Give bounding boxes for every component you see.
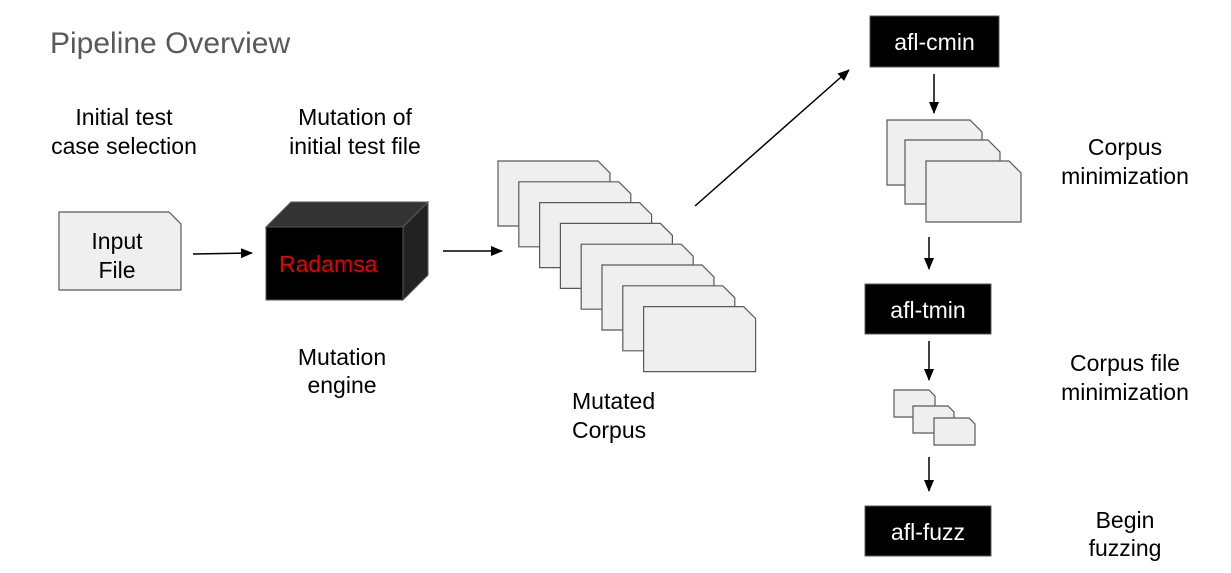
afl-tmin-label: afl-tmin — [890, 297, 965, 323]
corpus-caption: Mutated Corpus — [572, 388, 655, 443]
input-file-node: Input File — [58, 211, 182, 291]
afl-tmin-box — [864, 283, 992, 335]
afl-cmin-node: afl-cmin — [869, 15, 1000, 68]
arrow-input-to-engine — [192, 248, 253, 259]
engine-box-top — [264, 201, 430, 228]
fuzz-caption-line1: Begin — [1096, 507, 1155, 533]
afl-cmin-label: afl-cmin — [894, 29, 975, 55]
mutation-caption-line1: Mutation of — [298, 104, 412, 130]
engine-caption-line2: engine — [307, 372, 376, 398]
corpus-doc-8 — [643, 306, 757, 373]
afl-tmin-node: afl-tmin — [864, 283, 992, 335]
afl-fuzz-box — [864, 505, 992, 557]
arrow-corpus-to-cmin — [694, 69, 850, 207]
selection-caption-line1: Initial test — [75, 104, 173, 130]
mutation-engine-node: Radamsa — [264, 200, 430, 302]
corpus-caption-line2: Corpus — [572, 417, 646, 443]
input-file-label-line1: Input — [91, 228, 143, 254]
input-file-icon — [58, 211, 182, 291]
corpus-caption-line1: Mutated — [572, 388, 655, 414]
selection-caption-line2: case selection — [51, 133, 197, 159]
engine-caption: Mutation engine — [298, 344, 386, 398]
minimized-files-stack — [893, 389, 976, 446]
mutation-caption: Mutation of initial test file — [289, 104, 421, 159]
fuzz-caption-line2: fuzzing — [1089, 535, 1162, 561]
input-file-label-line2: File — [98, 257, 135, 283]
mutation-caption-line2: initial test file — [289, 133, 421, 159]
small-doc-3 — [933, 417, 976, 446]
minimized-corpus-stack — [886, 119, 1022, 223]
minimized-doc-3 — [925, 160, 1022, 223]
tmin-caption: Corpus file minimization — [1061, 350, 1189, 405]
cmin-caption-line2: minimization — [1061, 163, 1189, 189]
engine-box-front — [265, 226, 404, 301]
tmin-caption-line2: minimization — [1061, 379, 1189, 405]
afl-fuzz-node: afl-fuzz — [864, 505, 992, 557]
afl-cmin-box — [869, 15, 1000, 68]
selection-caption: Initial test case selection — [51, 104, 197, 159]
fuzz-caption: Begin fuzzing — [1089, 507, 1162, 561]
engine-name-label: Radamsa — [279, 251, 378, 277]
cmin-caption: Corpus minimization — [1061, 134, 1189, 189]
cmin-caption-line1: Corpus — [1088, 134, 1162, 160]
diagram-title: Pipeline Overview — [50, 27, 290, 60]
tmin-caption-line1: Corpus file — [1070, 350, 1180, 376]
engine-caption-line1: Mutation — [298, 344, 386, 370]
afl-fuzz-label: afl-fuzz — [891, 519, 965, 545]
mutated-corpus-stack — [497, 160, 757, 373]
